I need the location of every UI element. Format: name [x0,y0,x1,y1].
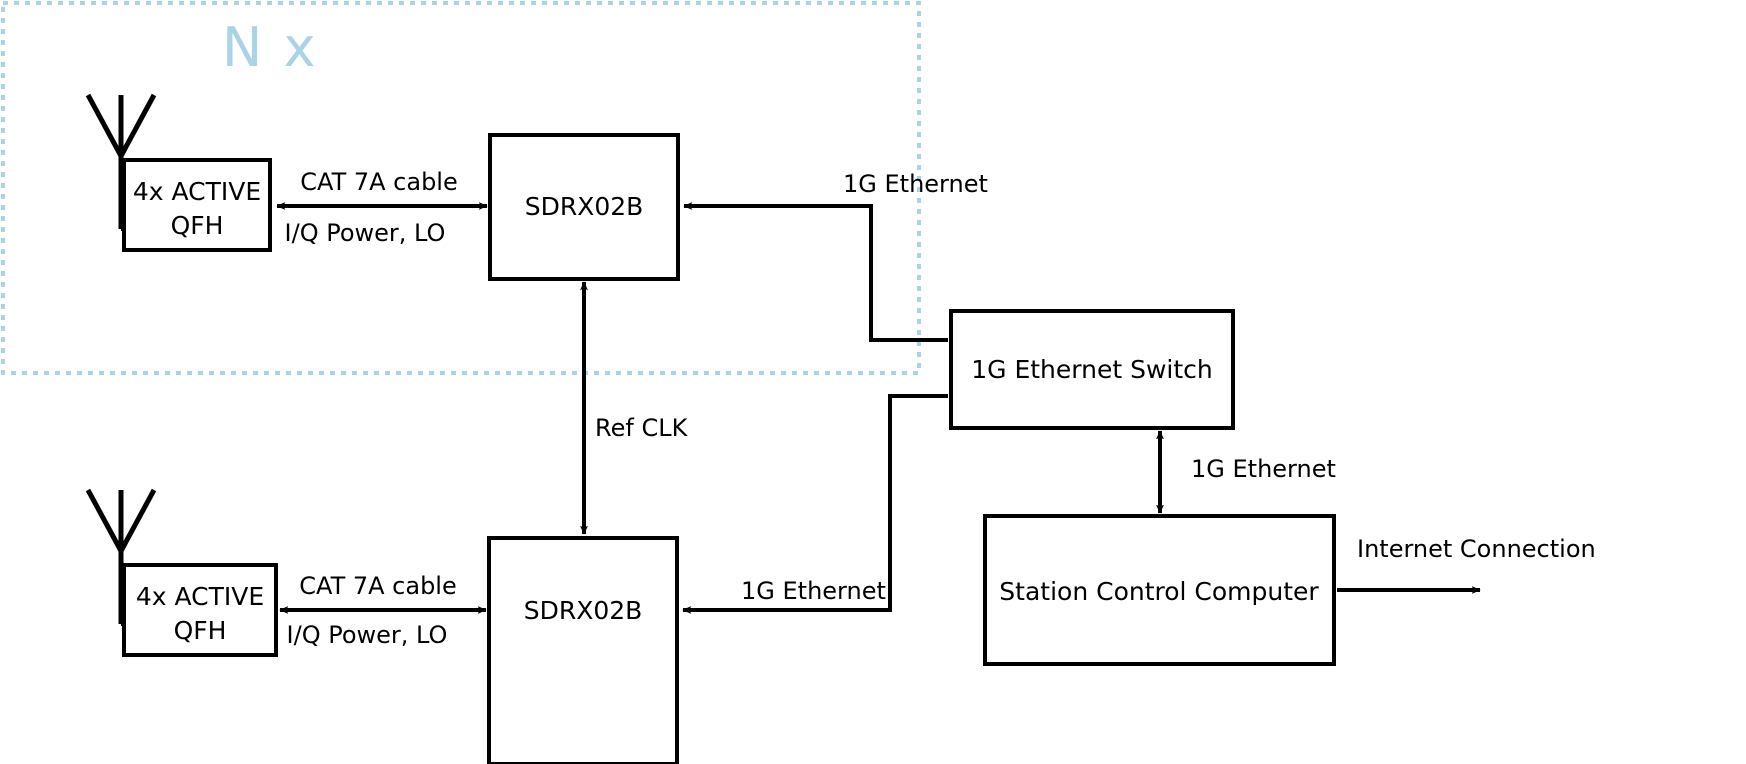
node-qfh-top-label-line1: 4x ACTIVE [133,177,261,206]
edge-label-ref-clk: Ref CLK [595,414,689,442]
edge-label-1g-ethernet-switch-computer: 1G Ethernet [1191,455,1336,483]
node-station-control-computer[interactable] [983,514,1336,666]
node-qfh-top[interactable] [122,158,272,252]
edge-label-cat7a-bottom: CAT 7A cable [299,572,457,600]
node-sdr-bottom[interactable] [487,536,679,764]
edge-switch-to-sdr-bottom [682,394,948,614]
node-qfh-bottom[interactable] [122,563,278,657]
node-qfh-top-label-line2: QFH [171,211,224,240]
edge-label-1g-ethernet-top: 1G Ethernet [843,170,988,198]
node-sdr-bottom-label: SDRX02B [524,596,643,625]
edge-label-1g-ethernet-bottom: 1G Ethernet [741,577,886,605]
node-station-control-computer-label: Station Control Computer [999,577,1319,606]
group-boundary-dashed [1,1,921,375]
node-sdr-top-label: SDRX02B [525,192,644,221]
node-ethernet-switch-label: 1G Ethernet Switch [971,355,1213,384]
node-qfh-bottom-label-line2: QFH [174,616,227,645]
edge-label-cat7a-top: CAT 7A cable [300,168,458,196]
edge-label-iq-power-lo-bottom: I/Q Power, LO [287,621,448,649]
node-qfh-bottom-label-line1: 4x ACTIVE [136,582,264,611]
node-sdr-top[interactable] [488,133,680,281]
edge-label-iq-power-lo-top: I/Q Power, LO [285,219,446,247]
edge-switch-to-sdr-top [683,202,948,342]
node-ethernet-switch[interactable] [949,309,1235,430]
group-multiplier-label: N x [222,16,318,79]
edge-label-internet-connection: Internet Connection [1357,535,1596,563]
